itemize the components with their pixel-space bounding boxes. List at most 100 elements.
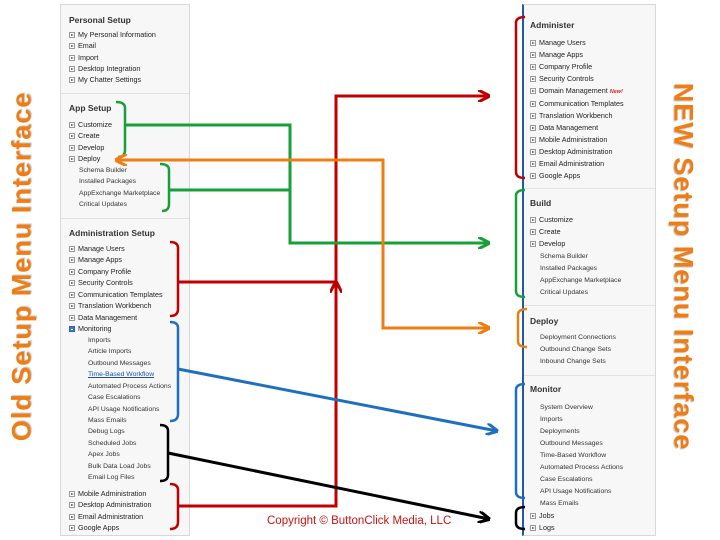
old-sub-email-log-files[interactable]: Email Log Files: [88, 474, 135, 481]
expand-icon: [530, 101, 536, 107]
old-sub-mass-emails[interactable]: Mass Emails: [88, 417, 127, 424]
old-item-security-controls[interactable]: Security Controls: [69, 278, 133, 287]
new-sub-deployment-connections[interactable]: Deployment Connections: [540, 334, 616, 341]
new-item-desktop-administration[interactable]: Desktop Administration: [530, 147, 613, 156]
old-item-data-management[interactable]: Data Management: [69, 313, 137, 322]
new-sub-outbound-messages[interactable]: Outbound Messages: [540, 440, 603, 447]
old-item-import[interactable]: Import: [69, 53, 98, 62]
new-item-create[interactable]: Create: [530, 227, 561, 236]
expand-icon: [530, 64, 536, 70]
old-item-my-chatter-settings[interactable]: My Chatter Settings: [69, 75, 141, 84]
old-item-customize[interactable]: Customize: [69, 120, 112, 129]
administration-setup-title: Administration Setup: [69, 228, 155, 238]
new-item-email-administration[interactable]: Email Administration: [530, 159, 604, 168]
new-sub-case-escalations[interactable]: Case Escalations: [540, 476, 593, 483]
new-item-mobile-administration[interactable]: Mobile Administration: [530, 135, 607, 144]
monitor-title: Monitor: [530, 384, 562, 394]
old-sub-debug-logs[interactable]: Debug Logs: [88, 428, 125, 435]
old-item-desktop-integration[interactable]: Desktop Integration: [69, 64, 140, 73]
expand-icon: [69, 525, 75, 531]
old-sub-bulk-data-load-jobs[interactable]: Bulk Data Load Jobs: [88, 463, 151, 470]
old-item-mobile-administration[interactable]: Mobile Administration: [69, 489, 146, 498]
old-sub-api-usage-notifications[interactable]: API Usage Notifications: [88, 406, 160, 413]
new-item-security-controls[interactable]: Security Controls: [530, 74, 594, 83]
old-sub-schema-builder[interactable]: Schema Builder: [79, 167, 127, 174]
old-item-create[interactable]: Create: [69, 131, 100, 140]
new-item-data-management[interactable]: Data Management: [530, 123, 598, 132]
expand-icon: [69, 514, 75, 520]
copyright-notice: Copyright © ButtonClick Media, LLC: [267, 515, 452, 527]
expand-icon: [69, 269, 75, 275]
expand-icon: [69, 55, 75, 61]
new-item-communication-templates[interactable]: Communication Templates: [530, 99, 624, 108]
expand-icon: [530, 229, 536, 235]
expand-icon: [530, 76, 536, 82]
expand-icon: [69, 77, 75, 83]
new-sub-installed-packages[interactable]: Installed Packages: [540, 265, 598, 272]
new-item-google-apps[interactable]: Google Apps: [530, 171, 580, 180]
new-item-jobs[interactable]: Jobs: [530, 511, 554, 520]
bracket-new-build: [514, 188, 526, 299]
new-item-logs[interactable]: Logs: [530, 523, 555, 532]
old-sub-article-imports[interactable]: Article Imports: [88, 348, 132, 355]
bracket-new-monitor: [514, 382, 526, 500]
old-sub-automated-process-actions[interactable]: Automated Process Actions: [88, 383, 172, 390]
old-item-company-profile[interactable]: Company Profile: [69, 267, 131, 276]
old-item-desktop-administration[interactable]: Desktop Administration: [69, 500, 152, 509]
new-sub-appexchange-marketplace[interactable]: AppExchange Marketplace: [540, 277, 622, 284]
new-item-translation-workbench[interactable]: Translation Workbench: [530, 111, 613, 120]
new-sub-mass-emails[interactable]: Mass Emails: [540, 500, 579, 507]
new-sub-inbound-change-sets[interactable]: Inbound Change Sets: [540, 358, 606, 365]
new-sub-time-based-workflow[interactable]: Time-Based Workflow: [540, 452, 607, 459]
old-item-my-personal-information[interactable]: My Personal Information: [69, 30, 156, 39]
new-item-develop[interactable]: Develop: [530, 239, 565, 248]
new-sub-system-overview[interactable]: System Overview: [540, 404, 593, 411]
old-sub-imports[interactable]: Imports: [88, 337, 111, 344]
old-sub-outbound-messages[interactable]: Outbound Messages: [88, 360, 151, 367]
app-setup-title: App Setup: [69, 103, 112, 113]
expand-icon: [530, 513, 536, 519]
new-item-manage-users[interactable]: Manage Users: [530, 38, 586, 47]
new-sub-api-usage-notifications[interactable]: API Usage Notifications: [540, 488, 612, 495]
expand-icon: [69, 145, 75, 151]
new-sub-automated-process-actions[interactable]: Automated Process Actions: [540, 464, 624, 471]
old-sub-installed-packages[interactable]: Installed Packages: [79, 178, 137, 185]
new-sub-schema-builder[interactable]: Schema Builder: [540, 253, 588, 260]
black-connector-jobs-logs: [167, 451, 489, 519]
old-item-email-administration[interactable]: Email Administration: [69, 512, 143, 521]
expand-icon: [69, 66, 75, 72]
old-item-develop[interactable]: Develop: [69, 143, 104, 152]
old-item-email[interactable]: Email: [69, 41, 96, 50]
expand-icon: [69, 315, 75, 321]
divider: [61, 93, 189, 94]
red-connector-administer: [178, 94, 489, 508]
old-sub-apex-jobs[interactable]: Apex Jobs: [88, 451, 120, 458]
old-item-manage-apps[interactable]: Manage Apps: [69, 255, 122, 264]
collapse-icon: [69, 326, 75, 332]
new-sub-deployments[interactable]: Deployments: [540, 428, 580, 435]
old-item-deploy[interactable]: Deploy: [69, 154, 100, 163]
old-sub-scheduled-jobs[interactable]: Scheduled Jobs: [88, 440, 137, 447]
new-sub-imports[interactable]: Imports: [540, 416, 563, 423]
new-item-customize[interactable]: Customize: [530, 215, 573, 224]
expand-icon: [530, 173, 536, 179]
old-item-translation-workbench[interactable]: Translation Workbench: [69, 301, 152, 310]
old-sub-time-based-workflow[interactable]: Time-Based Workflow: [88, 371, 155, 378]
build-title: Build: [530, 198, 552, 208]
expand-icon: [69, 122, 75, 128]
new-item-manage-apps[interactable]: Manage Apps: [530, 50, 583, 59]
new-sub-critical-updates[interactable]: Critical Updates: [540, 289, 588, 296]
new-sub-outbound-change-sets[interactable]: Outbound Change Sets: [540, 346, 612, 353]
old-item-monitoring[interactable]: Monitoring: [69, 324, 112, 333]
expand-icon: [530, 137, 536, 143]
old-sub-critical-updates[interactable]: Critical Updates: [79, 201, 127, 208]
orange-connector-deploy: [116, 160, 489, 328]
personal-setup-title: Personal Setup: [69, 15, 131, 25]
old-item-manage-users[interactable]: Manage Users: [69, 244, 125, 253]
old-item-google-apps[interactable]: Google Apps: [69, 523, 119, 532]
blue-connector-monitor: [177, 367, 497, 431]
old-sub-case-escalations[interactable]: Case Escalations: [88, 394, 141, 401]
new-item-company-profile[interactable]: Company Profile: [530, 62, 592, 71]
expand-icon: [69, 246, 75, 252]
